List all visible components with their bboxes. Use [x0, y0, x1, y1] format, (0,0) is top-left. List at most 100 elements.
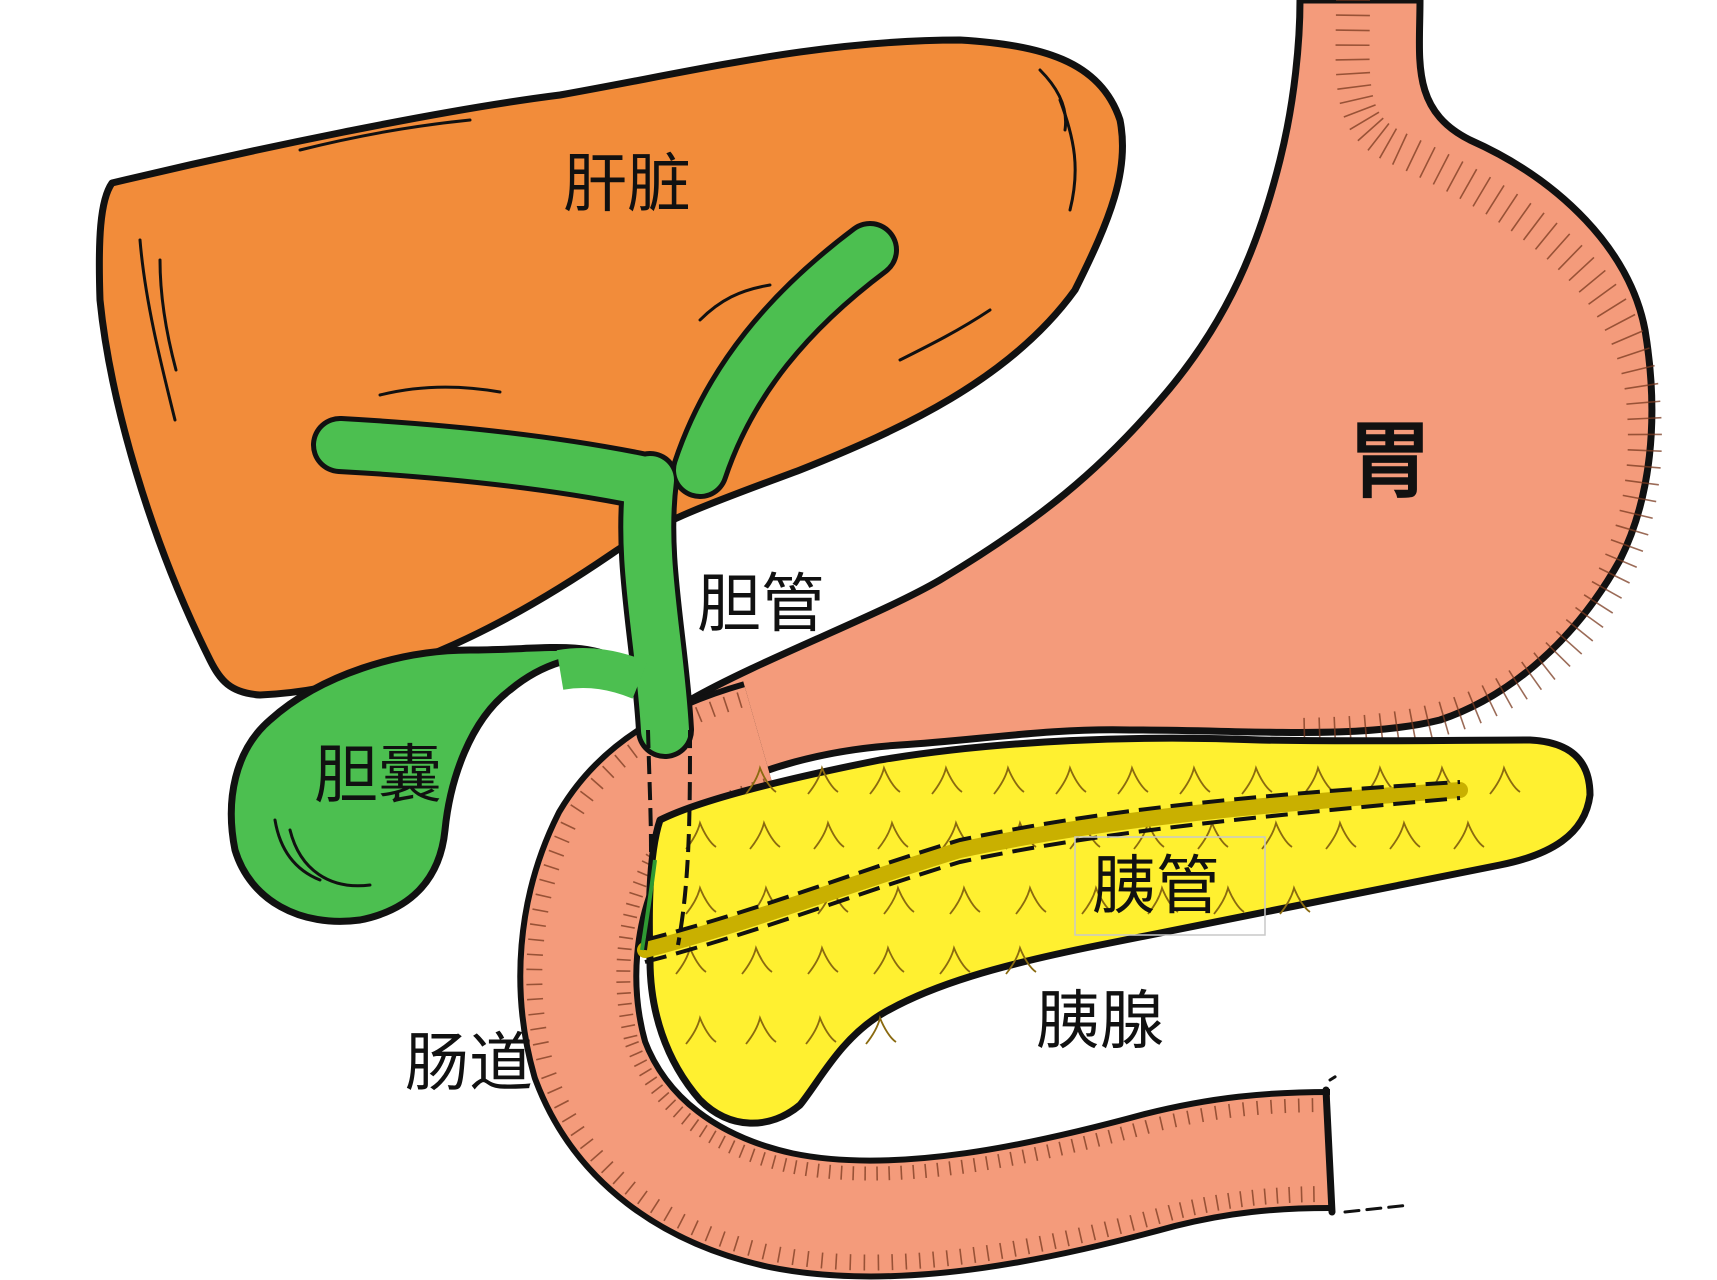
intestine-texture-line: [1051, 1233, 1057, 1250]
intestine-texture-line: [1058, 1141, 1064, 1156]
stomach-texture-line: [1423, 705, 1434, 739]
intestine-texture-line: [1090, 1224, 1097, 1241]
intestine-texture-line: [554, 1099, 570, 1109]
stomach-texture-line: [1336, 71, 1371, 76]
stomach-texture-line: [1546, 233, 1571, 260]
stomach-texture-line: [1627, 416, 1662, 421]
intestine-texture-line: [629, 1050, 643, 1058]
stomach-texture-line: [1472, 176, 1492, 207]
stomach-texture-line: [1408, 708, 1417, 743]
intestine-texture-line: [1228, 1103, 1232, 1118]
stomach-texture-line: [1485, 184, 1505, 215]
intestine-texture-line: [624, 1181, 636, 1195]
intestine-texture-line: [1242, 1102, 1246, 1117]
pancreas-texture-mark: [1389, 820, 1421, 850]
intestine-texture-line: [547, 1086, 563, 1095]
pancreas-texture-mark: [1005, 945, 1037, 975]
pancreas-texture-mark: [1117, 765, 1149, 795]
intestine-texture-line: [791, 1249, 796, 1266]
intestine-texture-line: [1215, 1194, 1220, 1211]
intestine-texture-line: [945, 1250, 949, 1267]
stomach-texture-line: [1335, 58, 1370, 61]
stomach-texture-line: [1495, 677, 1514, 709]
stomach-texture-line: [1568, 256, 1595, 282]
intestine-texture-line: [1154, 1208, 1161, 1225]
stomach-texture-line: [1343, 104, 1376, 118]
intestine-texture-line: [1132, 1123, 1138, 1138]
intestine-texture-line: [1186, 1110, 1191, 1125]
intestine-texture-line: [665, 1099, 677, 1111]
pancreatic-duct-label: 胰管: [1092, 850, 1220, 924]
intestine-texture-line: [539, 878, 556, 885]
intestine-texture-line: [804, 1162, 809, 1177]
stomach-texture-line: [1453, 696, 1466, 730]
stomach-texture-line: [1367, 123, 1390, 151]
intestine-texture-line: [548, 849, 565, 857]
intestine-texture-line: [771, 1155, 777, 1170]
intestine-texture-line: [1190, 1199, 1196, 1216]
stomach-texture-line: [1616, 347, 1650, 360]
intestine-texture-line: [736, 692, 743, 709]
intestine-texture-line: [924, 1163, 928, 1178]
intestine-texture-line: [672, 1106, 684, 1118]
stomach-texture-line: [1611, 330, 1644, 346]
intestine-texture-line: [918, 1252, 922, 1269]
intestine-texture-line: [1227, 1192, 1232, 1209]
stomach-texture-line: [1419, 146, 1436, 178]
stomach-texture-line: [1626, 464, 1661, 469]
pancreas-texture-mark: [1365, 765, 1397, 795]
intestine-texture-line: [1116, 1218, 1122, 1235]
stomach-texture-line: [1610, 539, 1644, 552]
intestine-texture-line: [560, 821, 576, 830]
intestine-texture-line: [601, 1161, 614, 1174]
stomach-texture-line: [1575, 606, 1604, 629]
pancreatic-duct-label-box: [1074, 836, 1266, 936]
intestine-texture-line: [1167, 1204, 1174, 1221]
stomach-texture-line: [1591, 580, 1623, 599]
intestine-texture-line: [528, 1012, 545, 1016]
intestine-texture-line: [806, 1250, 810, 1268]
intestine-texture-line: [554, 835, 570, 844]
intestine-texture-line: [999, 1242, 1004, 1259]
intestine-texture-line: [1269, 1099, 1273, 1114]
stomach-texture-line: [1588, 283, 1617, 305]
stomach-texture-line: [1459, 168, 1478, 200]
intestine-texture-line: [904, 1253, 908, 1270]
intestine-texture-line: [620, 924, 635, 929]
intestine-texture-line: [625, 902, 640, 908]
intestine-texture-line: [1107, 1129, 1113, 1144]
intestine-texture-line: [690, 1220, 699, 1236]
intestine-label: 肠道: [405, 1027, 533, 1101]
stomach-texture-line: [1357, 117, 1384, 142]
intestine-texture-line: [1144, 1119, 1150, 1134]
intestine-texture-line: [617, 947, 632, 951]
pancreas-texture-mark: [1055, 765, 1087, 795]
intestine-texture-line: [535, 893, 552, 899]
pancreas-texture-mark: [807, 765, 839, 795]
pancreas-texture-mark: [745, 765, 777, 795]
intestine-texture-line: [718, 1231, 726, 1247]
stomach-texture-line: [1619, 509, 1653, 520]
stomach-texture-line: [1508, 670, 1528, 700]
intestine-texture-line: [1119, 1126, 1125, 1141]
pancreas-texture-mark: [873, 945, 905, 975]
pancreas-texture-mark: [741, 945, 773, 975]
gallbladder-label: 胆囊: [314, 739, 442, 813]
pancreas-texture-mark: [1179, 765, 1211, 795]
intestine-texture-line: [663, 1206, 673, 1222]
intestine-texture-line: [793, 1160, 798, 1175]
intestine-texture-line: [657, 1091, 670, 1103]
intestine-texture-line: [676, 1213, 686, 1229]
intestine-texture-line: [722, 696, 730, 713]
intestine-texture-line: [1082, 1135, 1088, 1150]
stomach-texture-line: [1534, 222, 1558, 250]
intestine-texture-line: [651, 1084, 664, 1095]
intestine-texture-line: [619, 1013, 634, 1018]
pancreas-texture-mark: [865, 1015, 897, 1045]
intestine-texture-line: [681, 1112, 692, 1125]
pancreas-texture-mark: [813, 820, 845, 850]
stomach-texture-line: [1467, 691, 1482, 724]
stomach-texture-line: [1583, 594, 1614, 614]
intestine-texture-line: [579, 790, 594, 802]
intestine-texture-line: [530, 1026, 547, 1031]
